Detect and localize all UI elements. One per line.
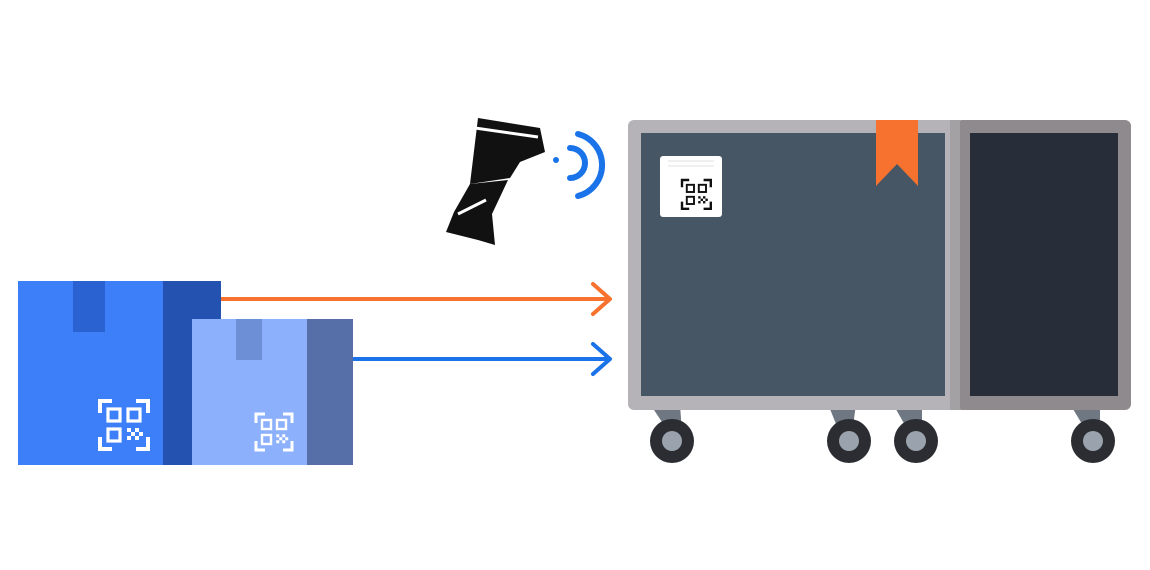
wheel-hub <box>839 431 859 451</box>
arrow-right-icon <box>591 282 612 316</box>
arrow-blue <box>352 342 612 376</box>
wireless-signal-icon <box>553 131 606 199</box>
package-large-tape <box>73 281 105 332</box>
cart-frame-divider <box>950 120 960 410</box>
cart-panel-side <box>970 133 1118 396</box>
shipping-cart <box>628 120 1131 463</box>
cart-wheels <box>650 404 1115 463</box>
cart-label <box>660 156 722 217</box>
package-small <box>192 319 353 465</box>
wheel-hub <box>906 431 926 451</box>
package-small-tape <box>236 319 262 360</box>
package-small-side <box>307 319 353 465</box>
bookmark-icon <box>876 120 918 186</box>
arrow-right-icon <box>591 342 612 376</box>
package-large <box>18 281 221 465</box>
wheel-hub <box>662 431 682 451</box>
barcode-scanner-icon <box>446 118 545 245</box>
wheel-hub <box>1083 431 1103 451</box>
arrow-orange <box>220 282 612 316</box>
